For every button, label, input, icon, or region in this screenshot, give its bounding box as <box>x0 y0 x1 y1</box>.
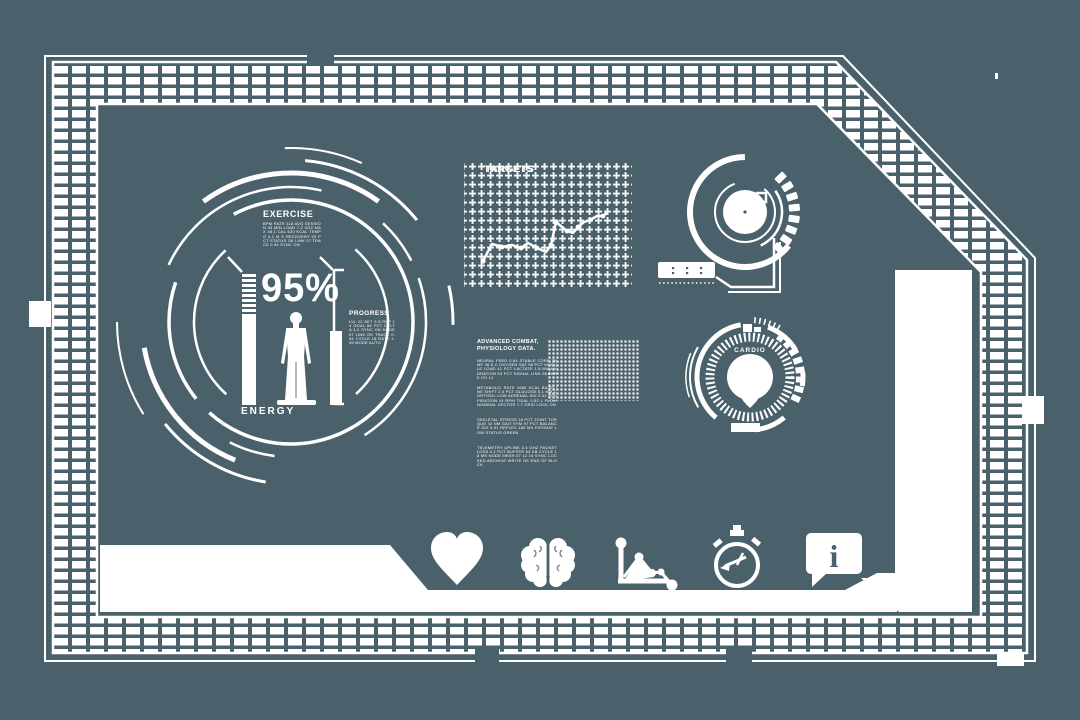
targets-title: TARGETS <box>484 164 534 174</box>
progress-title: PROGRESS <box>349 310 390 317</box>
targets-chart[interactable] <box>464 162 632 289</box>
cardio-gauge-segments <box>775 331 806 403</box>
frame-top-gap <box>307 50 334 66</box>
bottom-left-panel <box>100 545 897 612</box>
timer-readout-bar[interactable] <box>658 262 715 278</box>
brain-icon[interactable] <box>521 537 575 587</box>
chart-icon[interactable] <box>615 537 678 591</box>
frame-right-tab <box>1022 396 1044 424</box>
icon-toolbar: i <box>431 525 862 591</box>
report-paragraph-4: TELEMETRY UPLINK 2.4 GHZ PACKET LOSS 0.1… <box>477 446 557 467</box>
energy-percent-value: 95% <box>261 266 340 310</box>
report-paragraph-3: SKELETAL STRESS 18 PCT JOINT TORQUE 42 N… <box>477 418 557 435</box>
timer-readout-dots <box>672 267 703 275</box>
energy-label: ENERGY <box>241 406 296 417</box>
frame-border <box>29 50 1044 667</box>
targets-grid <box>464 162 632 289</box>
frame-bottom-notch-left <box>475 649 499 667</box>
report-paragraph-1: NEURAL FEED 0.84 STABLE CORE TEMP 36.6 C… <box>477 359 557 380</box>
info-icon[interactable]: i <box>806 533 862 587</box>
energy-gauge-ring <box>116 147 466 497</box>
svg-text:i: i <box>830 538 839 574</box>
cardio-bottom-bar <box>731 423 760 432</box>
targets-line-dots <box>480 213 606 264</box>
cardio-gauge-knob[interactable] <box>727 354 773 400</box>
cardio-tick-ring <box>705 332 795 422</box>
report-heading-line2: PHYSIOLOGY DATA. <box>477 346 536 352</box>
frame-bottom-notch-right <box>726 649 752 667</box>
timer-gauge-segments <box>772 171 801 255</box>
report-heading-line1: ADVANCED COMBAT, <box>477 339 539 345</box>
exercise-body-text: BPM RATE 118 AVG SESSION 45 MIN LOAD 7.2… <box>263 222 321 248</box>
cardio-label: CARDIO <box>734 347 766 354</box>
energy-bar[interactable] <box>227 256 256 405</box>
heart-icon[interactable] <box>431 532 483 585</box>
body-figure <box>277 312 316 405</box>
timer-gauge <box>658 154 803 293</box>
cardio-gauge <box>685 312 815 442</box>
right-panel <box>861 270 972 612</box>
cardio-heart-icon <box>741 390 759 408</box>
cardio-fine-ticks <box>753 317 781 331</box>
frame-bottom-step <box>997 652 1024 666</box>
data-matrix-block <box>548 339 640 401</box>
progress-body-text: LVL 12 SET 3 5 REP 14 GOAL 86 PCT DELTA … <box>349 320 395 346</box>
frame-left-tab <box>29 301 51 327</box>
progress-bar[interactable] <box>319 256 344 406</box>
stopwatch-icon[interactable] <box>712 525 762 588</box>
report-paragraph-2: METABOLIC RATE 1680 KCAL BASELINE SHIFT … <box>477 386 557 407</box>
exercise-title: EXERCISE <box>263 209 314 219</box>
